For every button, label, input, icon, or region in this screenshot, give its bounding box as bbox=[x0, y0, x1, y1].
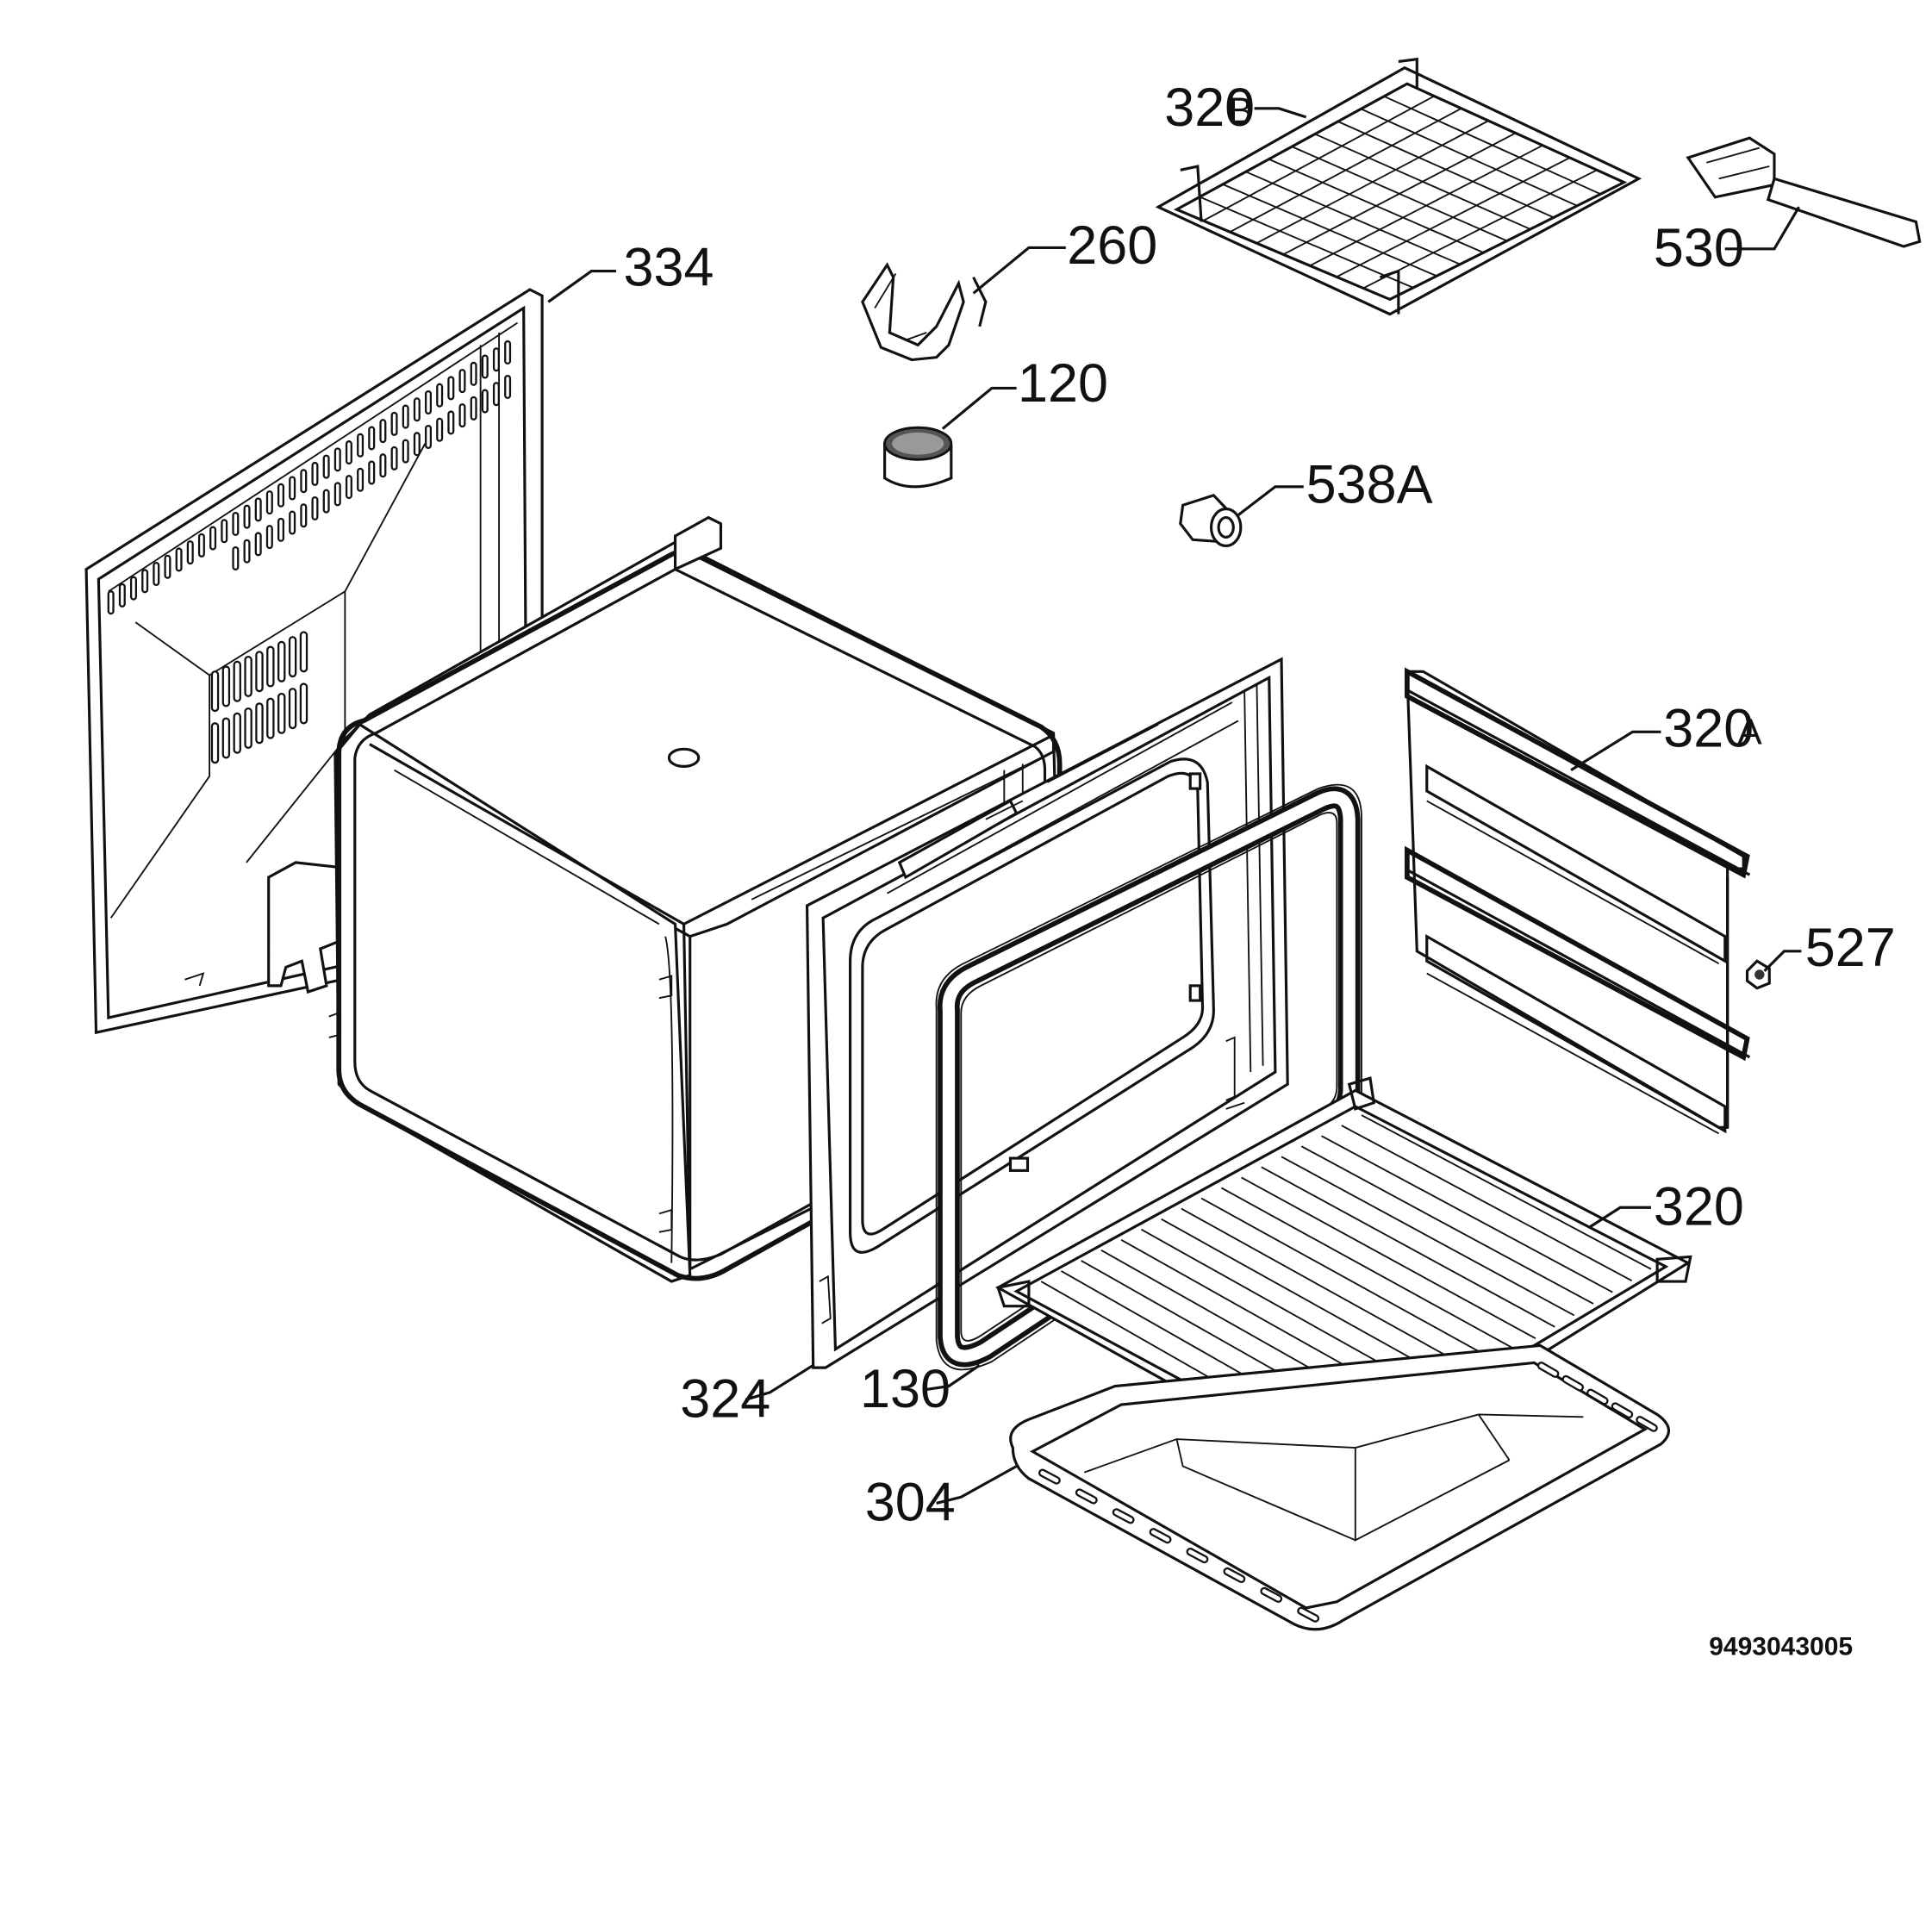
part-530-handle bbox=[1686, 136, 1922, 248]
part-320A-shelf-runners bbox=[1405, 667, 1751, 1135]
callout-130: 130 bbox=[860, 1359, 950, 1419]
callout-304: 304 bbox=[865, 1472, 956, 1532]
callout-324: 324 bbox=[680, 1368, 770, 1429]
part-527-screw bbox=[1745, 959, 1771, 990]
part-304-baking-tray bbox=[1009, 1343, 1670, 1631]
callout-260: 260 bbox=[1067, 215, 1157, 276]
part-130-door-gasket bbox=[935, 783, 1362, 1371]
leader-lines bbox=[547, 107, 1802, 1505]
part-324-front-frame bbox=[805, 657, 1289, 1369]
drawing-number: 9493043005 bbox=[1709, 1632, 1853, 1661]
callout-527: 527 bbox=[1805, 918, 1896, 978]
callout-334: 334 bbox=[624, 238, 714, 298]
callout-320: 320 bbox=[1654, 1176, 1744, 1237]
callout-320A-suffix: A bbox=[1737, 712, 1762, 753]
part-120-filter bbox=[883, 426, 953, 489]
part-260-wire-clip bbox=[861, 262, 988, 362]
callout-320A: 320 bbox=[1663, 698, 1754, 758]
callout-320B-suffix: B bbox=[1229, 90, 1254, 132]
callout-labels: 320 B 530 260 334 120 538A 320 A 527 320… bbox=[624, 78, 1896, 1661]
part-538A-lamp-holder bbox=[1179, 493, 1243, 547]
callout-320B: 320 bbox=[1164, 78, 1255, 138]
part-320B-grill-grid bbox=[1155, 57, 1642, 316]
callout-120: 120 bbox=[1018, 353, 1108, 414]
callout-538A: 538A bbox=[1306, 454, 1433, 514]
callout-530: 530 bbox=[1654, 218, 1744, 278]
